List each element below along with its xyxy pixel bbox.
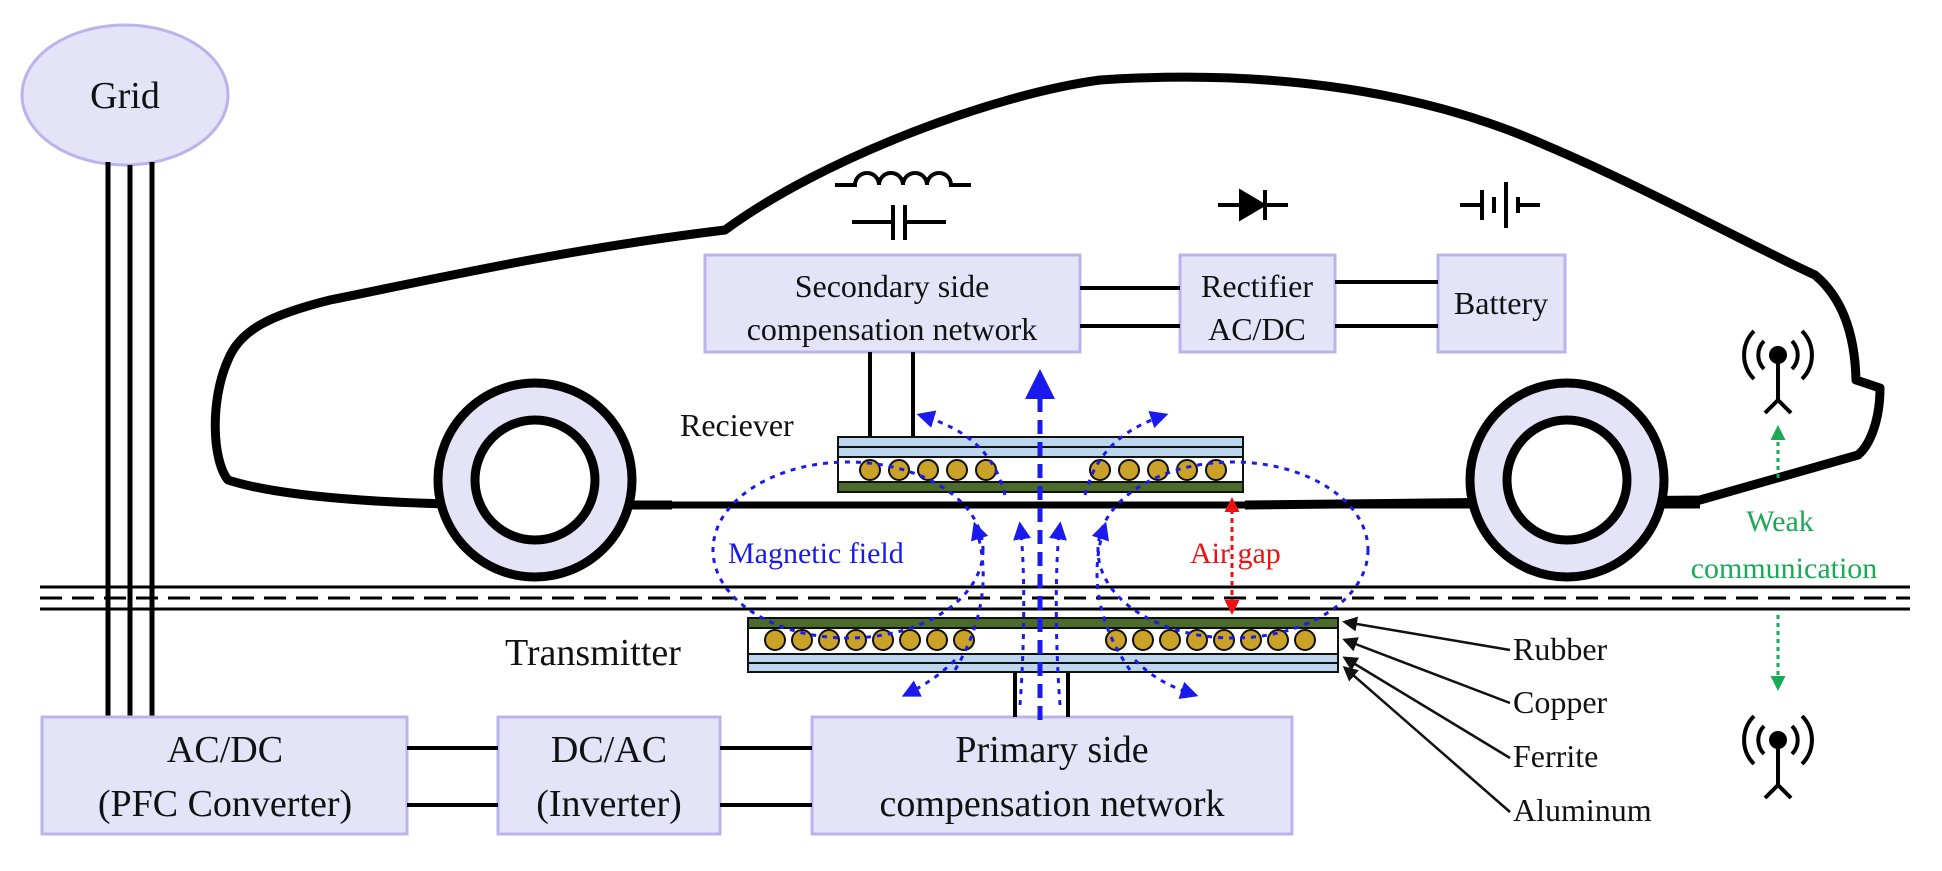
dcac-label-line1: DC/AC: [551, 729, 667, 771]
coil-turn: [845, 629, 867, 651]
magnetic-field-label: Magnetic field: [728, 537, 904, 570]
coil-turn: [899, 629, 921, 651]
coil-turn: [818, 629, 840, 651]
coil-turn: [859, 459, 881, 481]
layer-callout-arrows: [1342, 616, 1511, 813]
dcac-inverter-box: [496, 715, 722, 836]
weak-comm-label-line1: Weak: [1746, 505, 1814, 538]
layer-copper-label: Copper: [1513, 684, 1608, 720]
top-connectors: [868, 280, 1438, 437]
coil-turn: [1159, 629, 1181, 651]
grid-node: [20, 23, 230, 167]
transmitter-pad: [747, 617, 1339, 673]
grid-label: Grid: [90, 75, 160, 117]
coil-turn: [1132, 629, 1154, 651]
coil-turn: [764, 629, 786, 651]
air-gap-label: Air gap: [1190, 537, 1281, 570]
acdc-label-line2: (PFC Converter): [98, 783, 352, 825]
coil-turn: [1240, 629, 1262, 651]
primary-label-line2: compensation network: [879, 783, 1224, 825]
capacitor-icon: [852, 205, 946, 240]
antenna-icon: [1742, 329, 1814, 415]
layer-rubber-label: Rubber: [1513, 631, 1608, 667]
acdc-label-line1: AC/DC: [167, 729, 283, 771]
coil-turn: [1118, 459, 1140, 481]
secondary-label-line1: Secondary side: [795, 268, 990, 304]
receiver-coils: [859, 459, 1227, 481]
front-wheel: [433, 378, 637, 582]
bottom-connectors: [407, 670, 1070, 807]
coil-turn: [1147, 459, 1169, 481]
coil-turn: [1186, 629, 1208, 651]
coil-turn: [1205, 459, 1227, 481]
coil-turn: [953, 629, 975, 651]
secondary-label-line2: compensation network: [747, 311, 1038, 347]
rectifier-box: [1178, 253, 1337, 354]
coil-turn: [1089, 459, 1111, 481]
primary-label-line1: Primary side: [955, 729, 1148, 771]
road: [40, 585, 1910, 611]
coil-turn: [1294, 629, 1316, 651]
coil-turn: [1213, 629, 1235, 651]
coil-turn: [791, 629, 813, 651]
rear-wheel: [1465, 378, 1669, 582]
coil-turn: [926, 629, 948, 651]
grid-power-lines: [105, 162, 155, 717]
inductor-icon: [835, 171, 971, 187]
coil-turn: [888, 459, 910, 481]
layer-ferrite-label: Ferrite: [1513, 738, 1598, 774]
dcac-label-line2: (Inverter): [536, 783, 682, 825]
battery-label: Battery: [1454, 285, 1548, 321]
secondary-compensation-box: [703, 253, 1082, 354]
transmitter-coils: [764, 629, 1316, 651]
battery-box: [1436, 253, 1567, 354]
car-body: [210, 72, 1885, 510]
rectifier-label-line2: AC/DC: [1208, 311, 1306, 347]
transmitter-label: Transmitter: [505, 632, 681, 674]
rectifier-label-line1: Rectifier: [1201, 268, 1313, 304]
primary-compensation-box: [810, 715, 1294, 836]
antenna-icon: [1742, 714, 1814, 800]
weak-comm-label-line2: communication: [1691, 552, 1878, 585]
battery-icon: [1460, 182, 1540, 228]
coil-turn: [917, 459, 939, 481]
layer-aluminum-label: Aluminum: [1513, 792, 1652, 828]
acdc-pfc-box: [40, 715, 409, 836]
coil-turn: [1267, 629, 1289, 651]
coil-turn: [946, 459, 968, 481]
magnetic-field-lines: [711, 369, 1370, 720]
receiver-label: Reciever: [680, 407, 794, 443]
diode-icon: [1218, 188, 1288, 222]
